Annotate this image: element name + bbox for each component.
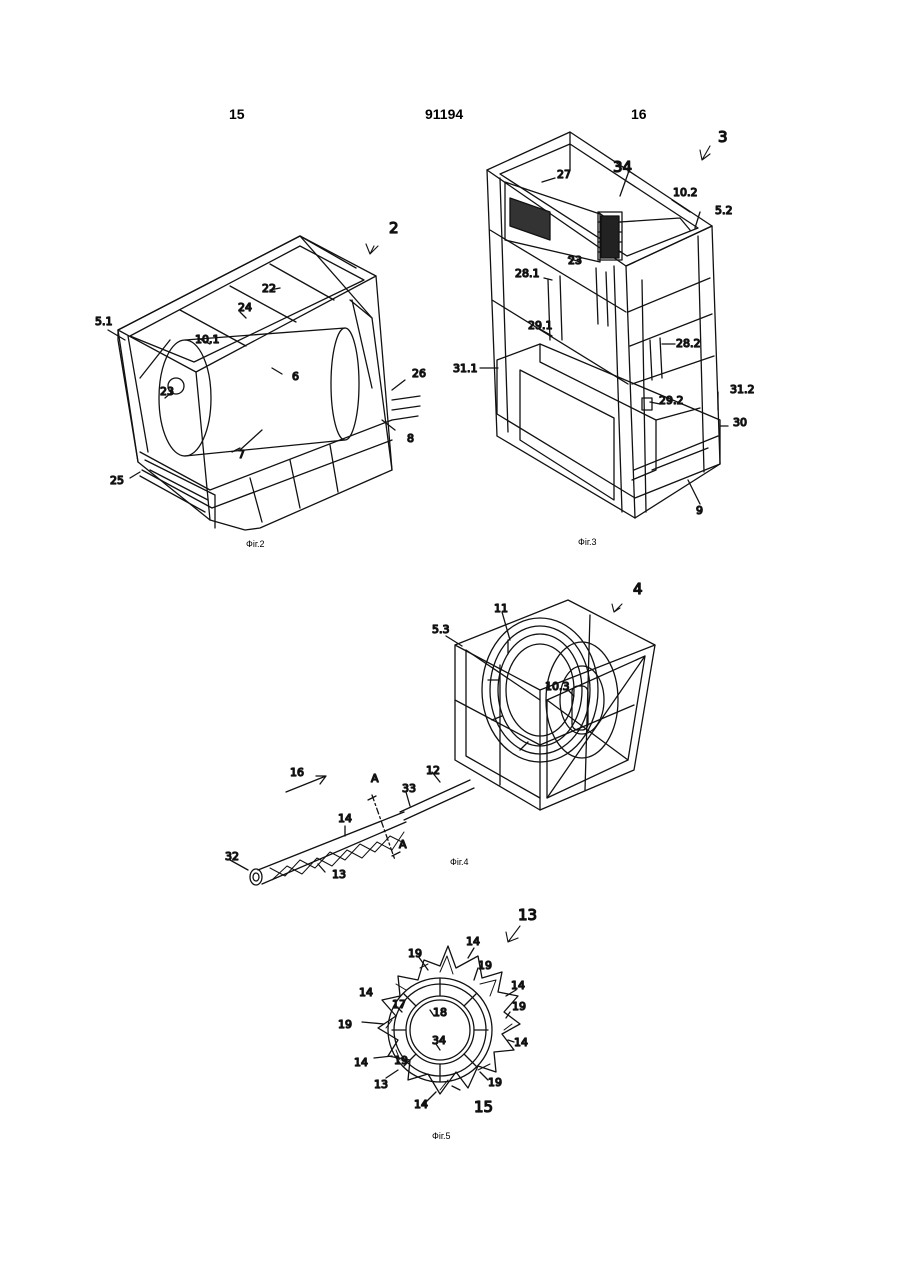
figure-2-drawing (108, 236, 420, 530)
fig5-label: 18 (433, 1006, 447, 1019)
fig4-label: 33 (402, 782, 416, 795)
fig3-label: 9 (696, 504, 703, 517)
fig3-label: 28.2 (676, 337, 701, 350)
fig3-label: 10.2 (673, 186, 698, 199)
fig4-label: 14 (338, 812, 352, 825)
fig2-label: 7 (238, 448, 245, 461)
fig5-label: 34 (432, 1034, 446, 1047)
figure-3-caption: Фіг.3 (578, 537, 597, 547)
figure-4-drawing (230, 600, 655, 885)
fig4-label: 11 (494, 602, 508, 615)
fig5-label: 19 (408, 947, 422, 960)
fig2-label: 24 (238, 301, 252, 314)
fig2-label: 26 (412, 367, 426, 380)
fig2-label: 25 (110, 474, 124, 487)
fig2-label: 22 (262, 282, 276, 295)
fig3-label: 27 (557, 168, 571, 181)
fig3-label: 28.1 (515, 267, 540, 280)
fig5-label: 15 (474, 1098, 493, 1116)
fig4-label: 32 (225, 850, 239, 863)
fig5-label: 19 (512, 1000, 526, 1013)
fig5-label: 14 (511, 979, 525, 992)
fig2-label: 6 (292, 370, 299, 383)
fig5-label: 14 (359, 986, 373, 999)
figure-5-caption: Фіг.5 (432, 1131, 451, 1141)
fig3-label: 29.2 (659, 394, 684, 407)
fig3-label: 31.1 (453, 362, 478, 375)
fig5-label: 13 (374, 1078, 388, 1091)
fig3-label: 5.2 (715, 204, 733, 217)
fig2-label: 10.1 (195, 333, 220, 346)
fig4-label: 13 (332, 868, 346, 881)
fig3-label: 23 (568, 254, 582, 267)
fig2-label: 23 (160, 385, 174, 398)
fig4-label: A (371, 772, 379, 785)
fig5-ref-label: 13 (518, 906, 537, 924)
fig2-label: 8 (407, 432, 414, 445)
fig4-label: 5.3 (432, 623, 450, 636)
fig2-ref-label: 2 (389, 219, 399, 237)
fig2-label: 5.1 (95, 315, 113, 328)
fig5-label: 14 (354, 1056, 368, 1069)
fig3-label: 34 (613, 158, 632, 176)
fig4-ref-label: 4 (633, 580, 643, 598)
fig4-label: A (399, 838, 407, 851)
fig3-ref-label: 3 (718, 128, 728, 146)
fig5-label: 19 (338, 1018, 352, 1031)
fig4-label: 16 (290, 766, 304, 779)
fig3-label: 30 (733, 416, 747, 429)
fig3-label: 31.2 (730, 383, 755, 396)
fig5-label: 19 (394, 1054, 408, 1067)
figure-4-caption: Фіг.4 (450, 857, 469, 867)
fig5-label: 14 (514, 1036, 528, 1049)
fig5-label: 14 (414, 1098, 428, 1111)
figure-2-caption: Фіг.2 (246, 539, 265, 549)
fig3-label: 29.1 (528, 319, 553, 332)
fig5-label: 19 (478, 959, 492, 972)
fig4-label: 10.3 (545, 680, 570, 693)
fig4-label: 12 (426, 764, 440, 777)
fig5-label: 17 (392, 998, 406, 1011)
fig5-label: 19 (488, 1076, 502, 1089)
fig5-label: 14 (466, 935, 480, 948)
